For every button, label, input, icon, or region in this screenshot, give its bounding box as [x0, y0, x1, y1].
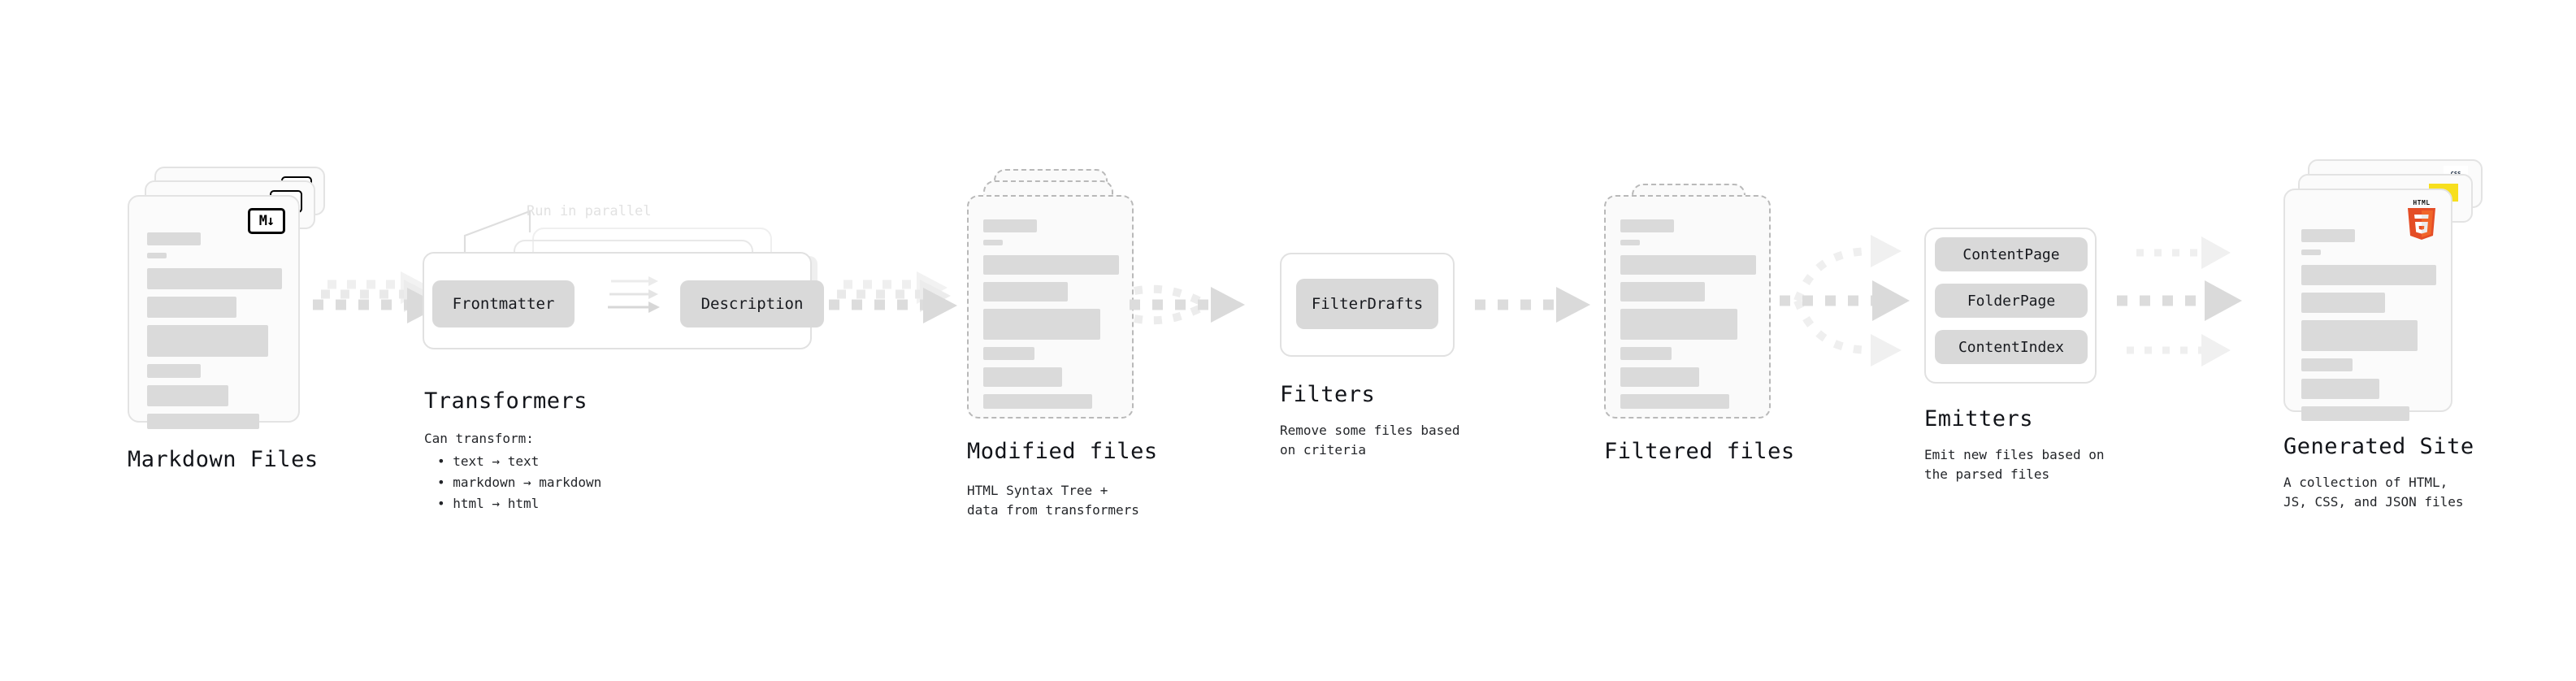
stage-heading: Transformers — [424, 388, 588, 414]
stage-markdown-files: M↓ M↓ M↓ Markdown Files — [0, 0, 341, 681]
content-bar — [2301, 229, 2355, 242]
transform-bullet-2: • markdown → markdown — [437, 475, 602, 490]
stage-description: Remove some files based on criteria — [1280, 423, 1460, 458]
transformer-node-description[interactable]: Description — [680, 280, 824, 327]
content-bar — [983, 240, 1003, 245]
content-bar — [147, 268, 282, 289]
content-bar — [147, 325, 269, 357]
content-bar — [147, 414, 259, 429]
stage-emitters: ContentPage FolderPage ContentIndex Emit… — [1924, 0, 2233, 681]
content-bar — [147, 297, 236, 318]
emitter-node-contentpage[interactable]: ContentPage — [1935, 237, 2088, 271]
content-bar — [1620, 255, 1756, 275]
content-bar — [2301, 293, 2385, 313]
content-bar — [1620, 219, 1674, 232]
connector-transformers-to-modified — [829, 270, 963, 332]
content-bar — [1620, 282, 1705, 301]
content-bar — [1620, 240, 1640, 245]
content-bar — [983, 347, 1035, 360]
content-bar — [983, 255, 1119, 275]
content-bar — [1620, 347, 1672, 360]
content-bar — [983, 219, 1037, 232]
transform-bullet-1: • text → text — [437, 453, 540, 469]
content-bar — [983, 282, 1068, 301]
content-bar — [2301, 406, 2409, 421]
content-bar — [2301, 358, 2353, 371]
connector-modified-to-filters — [1130, 268, 1260, 341]
content-bar — [2301, 379, 2380, 399]
content-bar — [147, 232, 201, 245]
stage-description: HTML Syntax Tree + data from transformer… — [967, 483, 1139, 518]
stage-heading: Filters — [1280, 382, 1376, 407]
filtered-file-card-front — [1604, 195, 1771, 419]
content-bar — [1620, 394, 1729, 409]
stage-generated-site: CSS HTML — [2227, 0, 2576, 681]
run-in-parallel-label: Run in parallel — [527, 203, 652, 219]
transformer-internal-arrows — [608, 275, 673, 323]
stage-filters: FilterDrafts Filters Remove some files b… — [1280, 0, 1548, 681]
content-bar — [983, 394, 1092, 409]
stage-filtered-files: Filtered files — [1568, 0, 1893, 681]
markdown-file-card-front: M↓ — [128, 195, 300, 429]
html5-badge-label: HTML — [2413, 199, 2431, 206]
stage-heading: Filtered files — [1604, 439, 1795, 464]
run-in-parallel-bracket — [457, 202, 554, 258]
stage-heading: Generated Site — [2283, 434, 2474, 459]
filter-node-filterdrafts[interactable]: FilterDrafts — [1296, 279, 1438, 329]
modified-file-card-front — [967, 195, 1134, 419]
html5-shield-icon — [2408, 208, 2435, 240]
content-bar — [2301, 265, 2436, 285]
content-bar — [1620, 309, 1737, 340]
markdown-badge: M↓ — [248, 208, 285, 234]
connector-emitters-to-site — [2109, 223, 2263, 378]
generated-file-card-html: HTML — [2283, 189, 2452, 421]
content-bar — [147, 364, 202, 378]
stage-heading: Modified files — [967, 439, 1158, 464]
connector-filtered-to-emitters — [1780, 223, 1934, 378]
stage-description: Emit new files based on the parsed files — [1924, 447, 2105, 482]
transformer-node-frontmatter[interactable]: Frontmatter — [432, 280, 575, 327]
content-bar — [147, 385, 228, 406]
connector-filters-to-filtered — [1475, 286, 1601, 327]
content-bar — [2301, 249, 2321, 255]
content-bar — [983, 309, 1100, 340]
stage-description: A collection of HTML, JS, CSS, and JSON … — [2283, 475, 2464, 510]
stage-description: Can transform: — [424, 431, 534, 446]
content-bar — [1620, 367, 1699, 387]
stage-transformers: Run in parallel . . . . — [423, 0, 845, 681]
content-bar — [983, 367, 1062, 387]
emitter-node-folderpage[interactable]: FolderPage — [1935, 284, 2088, 318]
content-bar — [2301, 320, 2418, 351]
stage-modified-files: Modified files HTML Syntax Tree + data f… — [935, 0, 1276, 681]
html5-badge: HTML — [2404, 200, 2439, 242]
transform-bullet-3: • html → html — [437, 496, 540, 511]
stage-heading: Markdown Files — [128, 447, 319, 472]
emitter-node-contentindex[interactable]: ContentIndex — [1935, 330, 2088, 364]
content-bar — [147, 253, 167, 258]
stage-heading: Emitters — [1924, 406, 2034, 432]
